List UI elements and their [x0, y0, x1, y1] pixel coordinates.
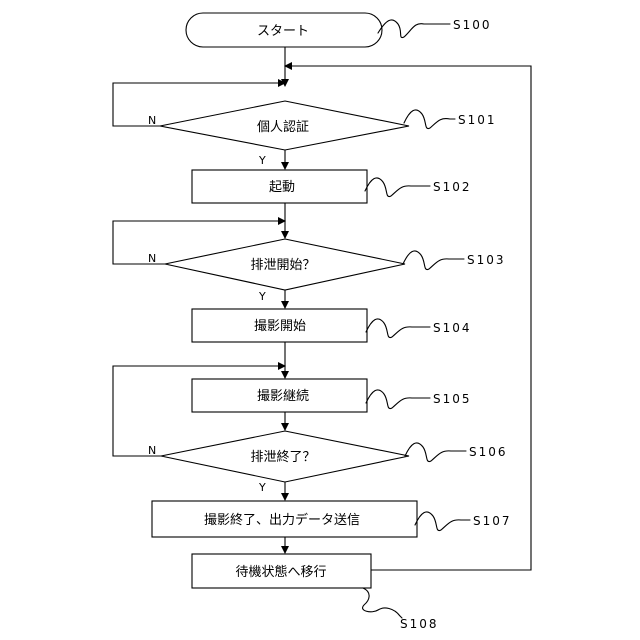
step-label-s105: S105 [433, 392, 472, 406]
leader-s104 [366, 319, 430, 338]
branch-n-d101: N [148, 114, 156, 127]
step-label-s108: S108 [400, 617, 439, 631]
branch-y-d103: Y [258, 290, 266, 303]
p104-label: 撮影開始 [254, 318, 306, 334]
p107-label: 撮影終了、出力データ送信 [204, 512, 360, 528]
branch-y-d101: Y [258, 154, 266, 167]
p102-label: 起動 [269, 180, 295, 195]
branch-n-d103: N [148, 252, 156, 265]
leader-s107 [415, 512, 470, 531]
step-label-s104: S104 [433, 321, 472, 335]
start-label: スタート [257, 24, 309, 39]
d101-label: 個人認証 [257, 119, 309, 135]
leader-s106 [405, 443, 466, 462]
step-label-s106: S106 [469, 445, 508, 459]
d103-label: 排泄開始？ [250, 258, 315, 273]
step-label-s107: S107 [473, 514, 512, 528]
leader-s105 [366, 390, 430, 409]
step-label-s103: S103 [467, 253, 506, 267]
d106-label: 排泄終了？ [250, 449, 315, 465]
step-label-s101: S101 [458, 113, 497, 127]
leader-s100 [378, 20, 450, 38]
step-label-s102: S102 [433, 180, 472, 194]
p105-label: 撮影継続 [257, 388, 309, 404]
leader-s108 [363, 588, 402, 618]
p108-label: 待機状態へ移行 [235, 564, 326, 580]
step-label-s100: S100 [453, 18, 492, 32]
leader-s103 [403, 251, 464, 270]
branch-y-d106: Y [258, 481, 266, 494]
leader-s102 [365, 178, 430, 197]
branch-n-d106: N [148, 444, 156, 457]
leader-s101 [404, 110, 455, 129]
